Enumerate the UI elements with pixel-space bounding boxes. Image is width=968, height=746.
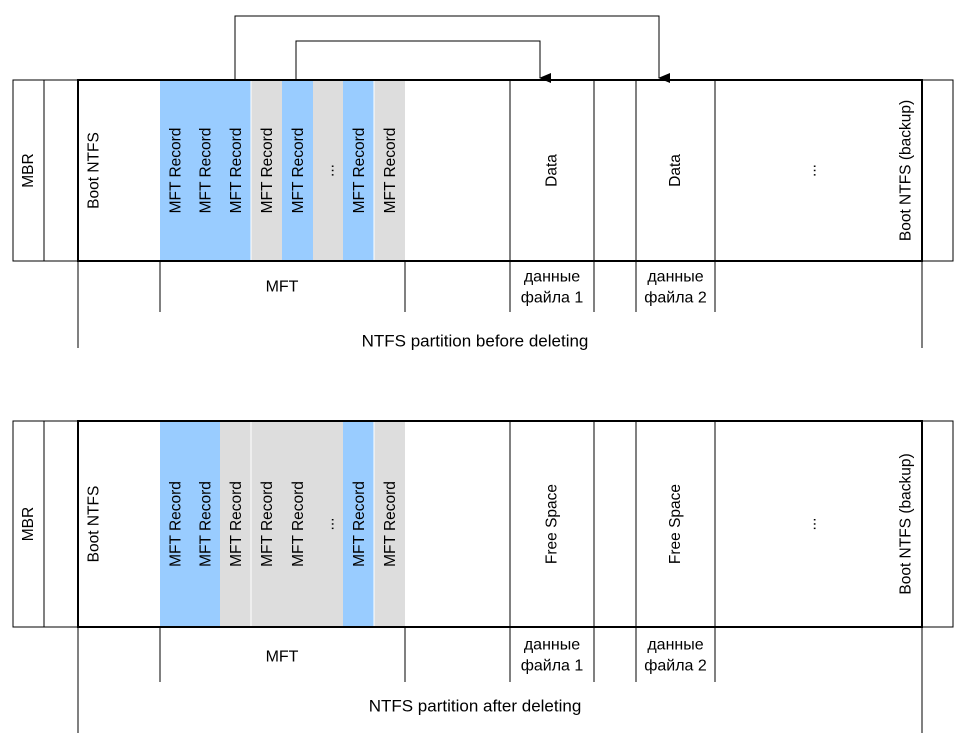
mft-record-label: MFT Record [168, 481, 185, 567]
mft-cell [251, 421, 282, 627]
mft-record-label: MFT Record [351, 481, 368, 567]
file-region-label: Free Space [544, 484, 561, 564]
mft-cell [160, 421, 190, 627]
mft-record-label: MFT Record [259, 481, 276, 567]
mft-record-label: MFT Record [198, 128, 215, 214]
space-ellipsis: ... [803, 518, 820, 531]
mft-record-label: MFT Record [382, 481, 399, 567]
mft-record-label: MFT Record [351, 128, 368, 214]
mft-record-label: MFT Record [228, 128, 245, 214]
file-data-word: данные [647, 269, 703, 286]
partition-diagram-before: MBR Boot NTFS MFT Record MFT Record MFT Reco… [12, 15, 954, 351]
file-number-label: файла 1 [521, 658, 584, 675]
mft-ellipsis: ... [321, 164, 338, 177]
pointer-arrow-file1 [295, 40, 551, 83]
mft-cell [313, 421, 343, 627]
mft-cell [190, 80, 220, 261]
mft-cell [313, 80, 343, 261]
boot-ntfs-backup-label: Boot NTFS (backup) [898, 100, 915, 241]
file-region-label: Data [667, 154, 684, 187]
partition-border [77, 79, 923, 262]
file-region-label: Data [544, 154, 561, 187]
space-ellipsis: ... [803, 164, 820, 177]
mbr-label: MBR [20, 507, 37, 541]
mft-cell [282, 421, 313, 627]
mft-label: MFT [266, 649, 299, 666]
mft-cell [282, 80, 313, 261]
mft-cell [343, 421, 374, 627]
mft-record-label: MFT Record [290, 481, 307, 567]
mft-ellipsis: ... [321, 518, 338, 531]
mft-cell [190, 421, 220, 627]
pointer-arrow-file2 [234, 15, 670, 83]
partition-diagram-after: MBR Boot NTFS MFT Record MFT Record MFT Reco… [12, 420, 954, 733]
mft-cell [251, 80, 282, 261]
trailing-block [921, 420, 954, 628]
partition-border [77, 420, 923, 628]
mft-cell [220, 421, 251, 627]
file-data-word: данные [647, 637, 703, 654]
mft-record-label: MFT Record [290, 128, 307, 214]
mft-record-label: MFT Record [259, 128, 276, 214]
mft-cell [374, 421, 405, 627]
mft-record-label: MFT Record [198, 481, 215, 567]
mft-record-label: MFT Record [382, 128, 399, 214]
boot-ntfs-label: Boot NTFS [86, 486, 103, 563]
gap-block [43, 420, 79, 628]
mft-label: MFT [266, 279, 299, 296]
mbr-label: MBR [20, 153, 37, 187]
file-number-label: файла 1 [521, 290, 584, 307]
file-region-label: Free Space [667, 484, 684, 564]
file-number-label: файла 2 [644, 658, 707, 675]
file-number-label: файла 2 [644, 290, 707, 307]
mft-cell [343, 80, 374, 261]
mft-record-label: MFT Record [228, 481, 245, 567]
file-data-word: данные [524, 269, 580, 286]
gap-block [43, 79, 79, 262]
partition-caption: NTFS partition after deleting [369, 697, 582, 716]
boot-ntfs-label: Boot NTFS [86, 132, 103, 209]
boot-ntfs-backup-label: Boot NTFS (backup) [898, 453, 915, 594]
trailing-block [921, 79, 954, 262]
mft-cell [220, 80, 251, 261]
partition-caption: NTFS partition before deleting [362, 332, 589, 351]
file-data-word: данные [524, 637, 580, 654]
mft-record-label: MFT Record [168, 128, 185, 214]
mft-cell [374, 80, 405, 261]
mft-cell [160, 80, 190, 261]
